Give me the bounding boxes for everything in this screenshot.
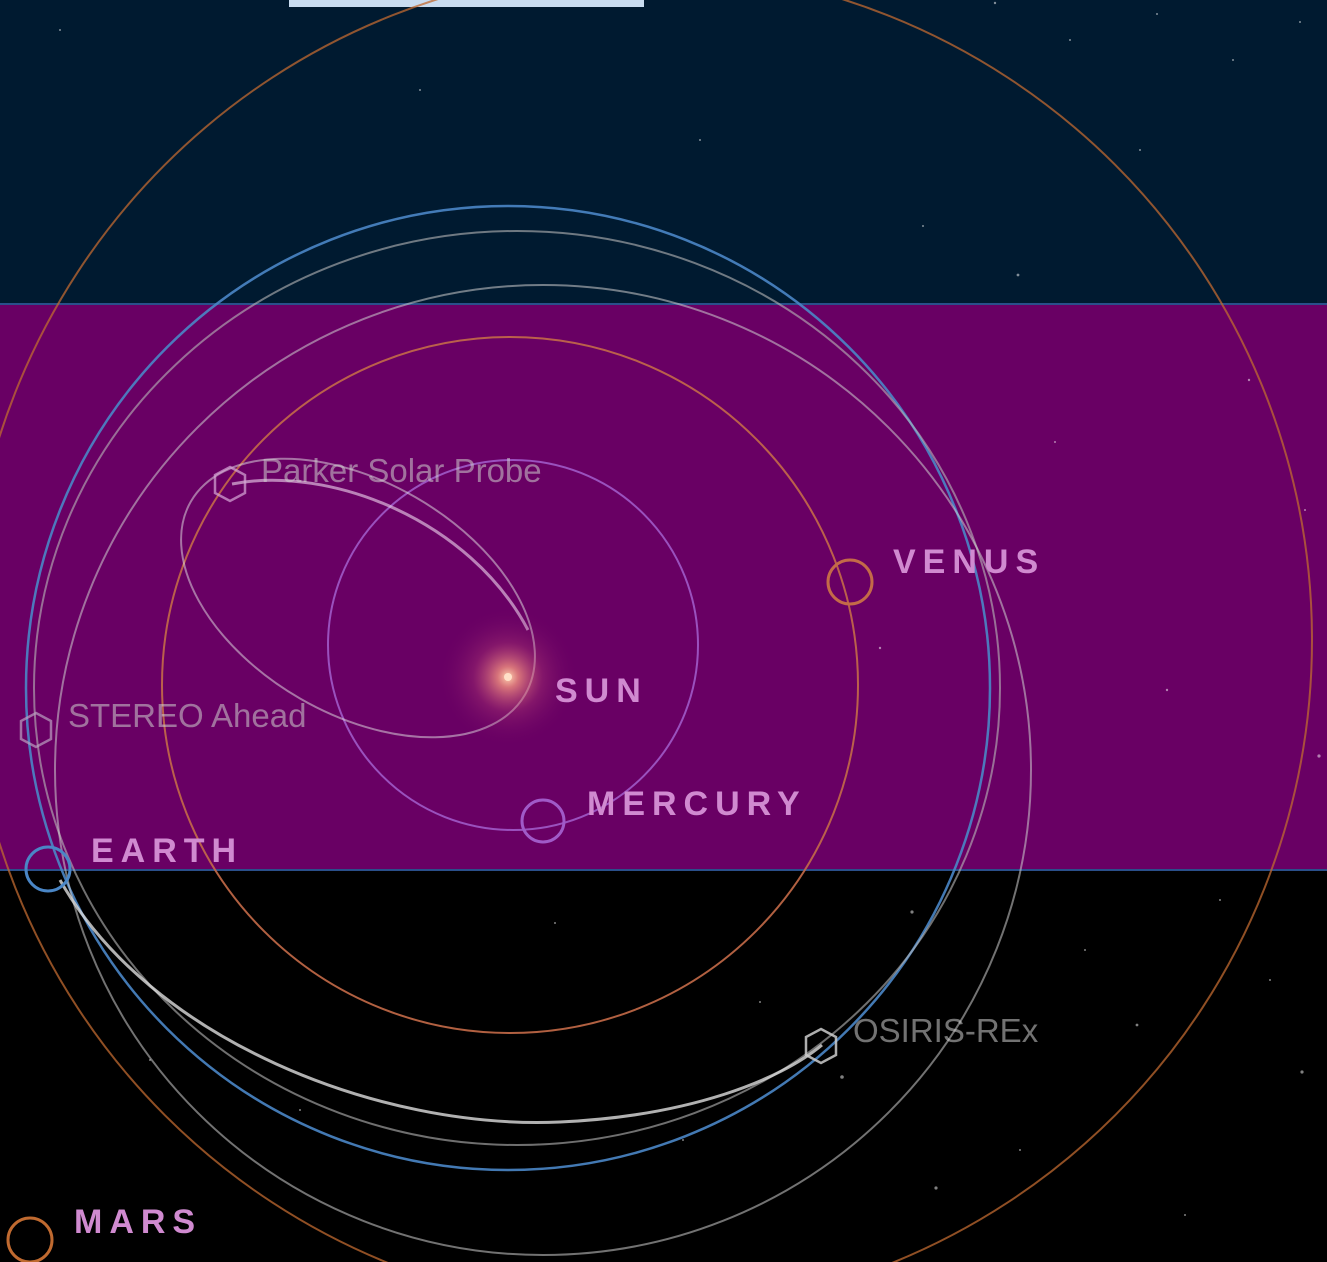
star-field: [59, 1, 1321, 1216]
sun-core: [504, 673, 512, 681]
sun-label[interactable]: SUN: [555, 672, 648, 710]
venus-orbit: [161, 336, 859, 1034]
osiris-hexagon-icon[interactable]: [804, 1027, 838, 1065]
mercury-marker-icon[interactable]: [520, 798, 566, 844]
parker-hexagon-icon[interactable]: [213, 465, 247, 503]
mars-marker-icon[interactable]: [6, 1216, 54, 1262]
stereo-label[interactable]: STEREO Ahead: [68, 697, 307, 734]
earth-label[interactable]: EARTH: [91, 832, 244, 870]
background-lower: [0, 871, 1327, 1262]
osiris-trail: [58, 879, 823, 1124]
stereo-orbit: [33, 230, 1001, 1146]
venus-marker-icon[interactable]: [826, 558, 874, 606]
osiris-label[interactable]: OSIRIS-REx: [853, 1012, 1039, 1049]
highlight-band: [0, 303, 1327, 871]
mars-label[interactable]: MARS: [74, 1203, 203, 1241]
osiris-orbit: [54, 284, 1032, 1256]
venus-label[interactable]: VENUS: [893, 543, 1046, 581]
parker-label[interactable]: Parker Solar Probe: [261, 452, 542, 489]
mercury-orbit: [327, 459, 699, 831]
mercury-label[interactable]: MERCURY: [587, 785, 807, 823]
stereo-hexagon-icon[interactable]: [19, 711, 53, 749]
earth-orbit: [24, 204, 992, 1172]
earth-marker-icon[interactable]: [24, 845, 72, 893]
loading-progress-fill: [289, 0, 644, 7]
parker-trail: [231, 478, 530, 631]
loading-progress-bar: [289, 0, 644, 7]
